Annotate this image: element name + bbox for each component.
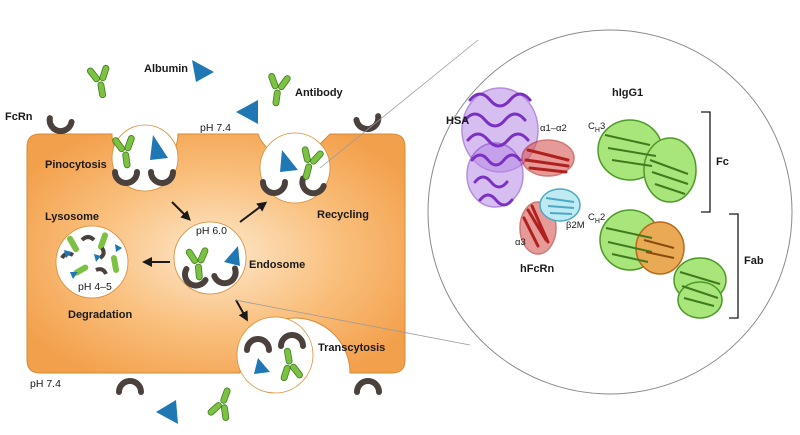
free-molecules [85,60,293,424]
pathway-arrows [142,201,268,322]
zoom-callout-lines [234,39,479,346]
higg1-label: hIgG1 [612,87,643,99]
igg-fab-structure [599,209,727,319]
hfcrn-label: hFcRn [520,263,555,275]
ph-endosome-label: pH 6.0 [196,225,227,237]
lysosome-label: Lysosome [45,211,99,223]
hsa-structure [461,87,539,208]
recycling-label: Recycling [317,209,369,221]
recycling-vesicle [259,132,331,204]
alpha3-label: α3 [515,237,526,248]
ch3-label: CH3 [588,121,605,134]
fc-label: Fc [716,156,729,168]
hsa-label: HSA [446,115,469,127]
antibody-label: Antibody [295,87,344,99]
endosome-label: Endosome [249,259,305,271]
albumin-triangle-bottom [156,400,178,424]
fab-label: Fab [744,255,764,267]
albumin-triangle-top [192,60,214,82]
ph-top-label: pH 7.4 [200,122,231,134]
pinocytosis-vesicle [110,124,179,192]
ph-bottom-label: pH 7.4 [30,378,61,390]
ch2-label: CH2 [588,212,605,225]
pinocytosis-label: Pinocytosis [45,159,107,171]
fab-bracket [729,213,739,319]
endosome [173,221,247,295]
fcrn-label: FcRn [5,111,33,123]
lysosome [55,225,129,299]
degradation-label: Degradation [68,309,132,321]
albumin-triangle-mid [236,100,258,124]
ph-lysosome-label: pH 4–5 [78,281,112,293]
fc-bracket [701,111,711,213]
alpha1-alpha2-label: α1–α2 [540,123,567,134]
transcytosis-vesicle [236,316,314,394]
transcytosis-label: Transcytosis [318,342,385,354]
igg-fc-structure [597,119,697,203]
structure-zoom-circle: HSA α1–α2 β2M α3 hFcRn hIgG1 CH3 CH2 Fc … [427,29,793,395]
albumin-label: Albumin [144,63,188,75]
b2m-label: β2M [566,220,585,231]
b2m-structure [539,188,581,222]
